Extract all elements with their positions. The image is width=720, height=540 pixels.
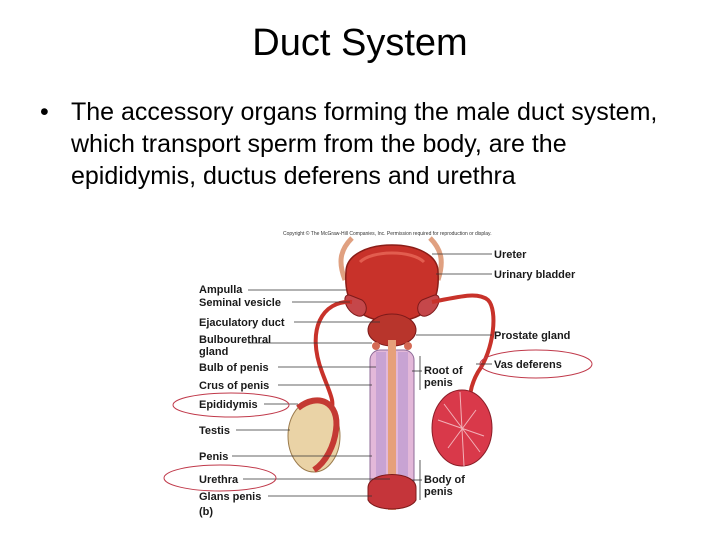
bullet-item: • The accessory organs forming the male …	[40, 96, 680, 192]
slide-title: Duct System	[252, 22, 468, 64]
panel-label: (b)	[199, 506, 213, 518]
label-glans-penis: Glans penis	[199, 491, 261, 503]
glans-penis	[367, 474, 417, 510]
label-ampulla: Ampulla	[199, 284, 243, 296]
vas-deferens-right	[431, 293, 496, 411]
urethra-canal	[388, 340, 396, 510]
label-bulbourethral: Bulbourethral	[199, 334, 271, 346]
label-crus-of-penis: Crus of penis	[199, 380, 269, 392]
leader-lines	[232, 253, 492, 500]
bulbourethral-gland-left	[372, 342, 380, 350]
bullet-text: The accessory organs forming the male du…	[71, 98, 658, 190]
label-penis: Penis	[199, 451, 228, 463]
label-urethra: Urethra	[199, 474, 239, 486]
label-bulbourethral-gland: gland	[199, 346, 228, 358]
label-seminal-vesicle: Seminal vesicle	[199, 297, 281, 309]
highlight-vas-deferens	[479, 349, 593, 379]
label-ejaculatory-duct: Ejaculatory duct	[199, 317, 285, 329]
epididymis-left	[296, 397, 340, 473]
label-body-of-penis-2: penis	[424, 486, 453, 498]
ureter-right	[428, 236, 444, 281]
label-bulb-of-penis: Bulb of penis	[199, 362, 269, 374]
label-ureter: Ureter	[494, 249, 527, 261]
label-body-of-penis: Body of	[424, 474, 465, 486]
bullet-symbol: •	[40, 98, 49, 126]
copyright-notice: Copyright © The McGraw-Hill Companies, I…	[283, 230, 492, 237]
label-testis: Testis	[199, 425, 230, 437]
vas-deferens-left	[313, 299, 353, 415]
bulbourethral-gland-right	[404, 342, 412, 350]
highlight-urethra	[163, 464, 277, 492]
label-root-of-penis: Root of	[424, 365, 463, 377]
label-root-of-penis-2: penis	[424, 377, 453, 389]
label-epididymis: Epididymis	[199, 399, 258, 411]
label-urinary-bladder: Urinary bladder	[494, 269, 576, 281]
label-prostate-gland: Prostate gland	[494, 330, 570, 342]
highlight-ellipses	[163, 349, 593, 492]
label-vas-deferens: Vas deferens	[494, 359, 562, 371]
highlight-epididymis	[172, 392, 290, 418]
ureter-left	[338, 236, 354, 281]
